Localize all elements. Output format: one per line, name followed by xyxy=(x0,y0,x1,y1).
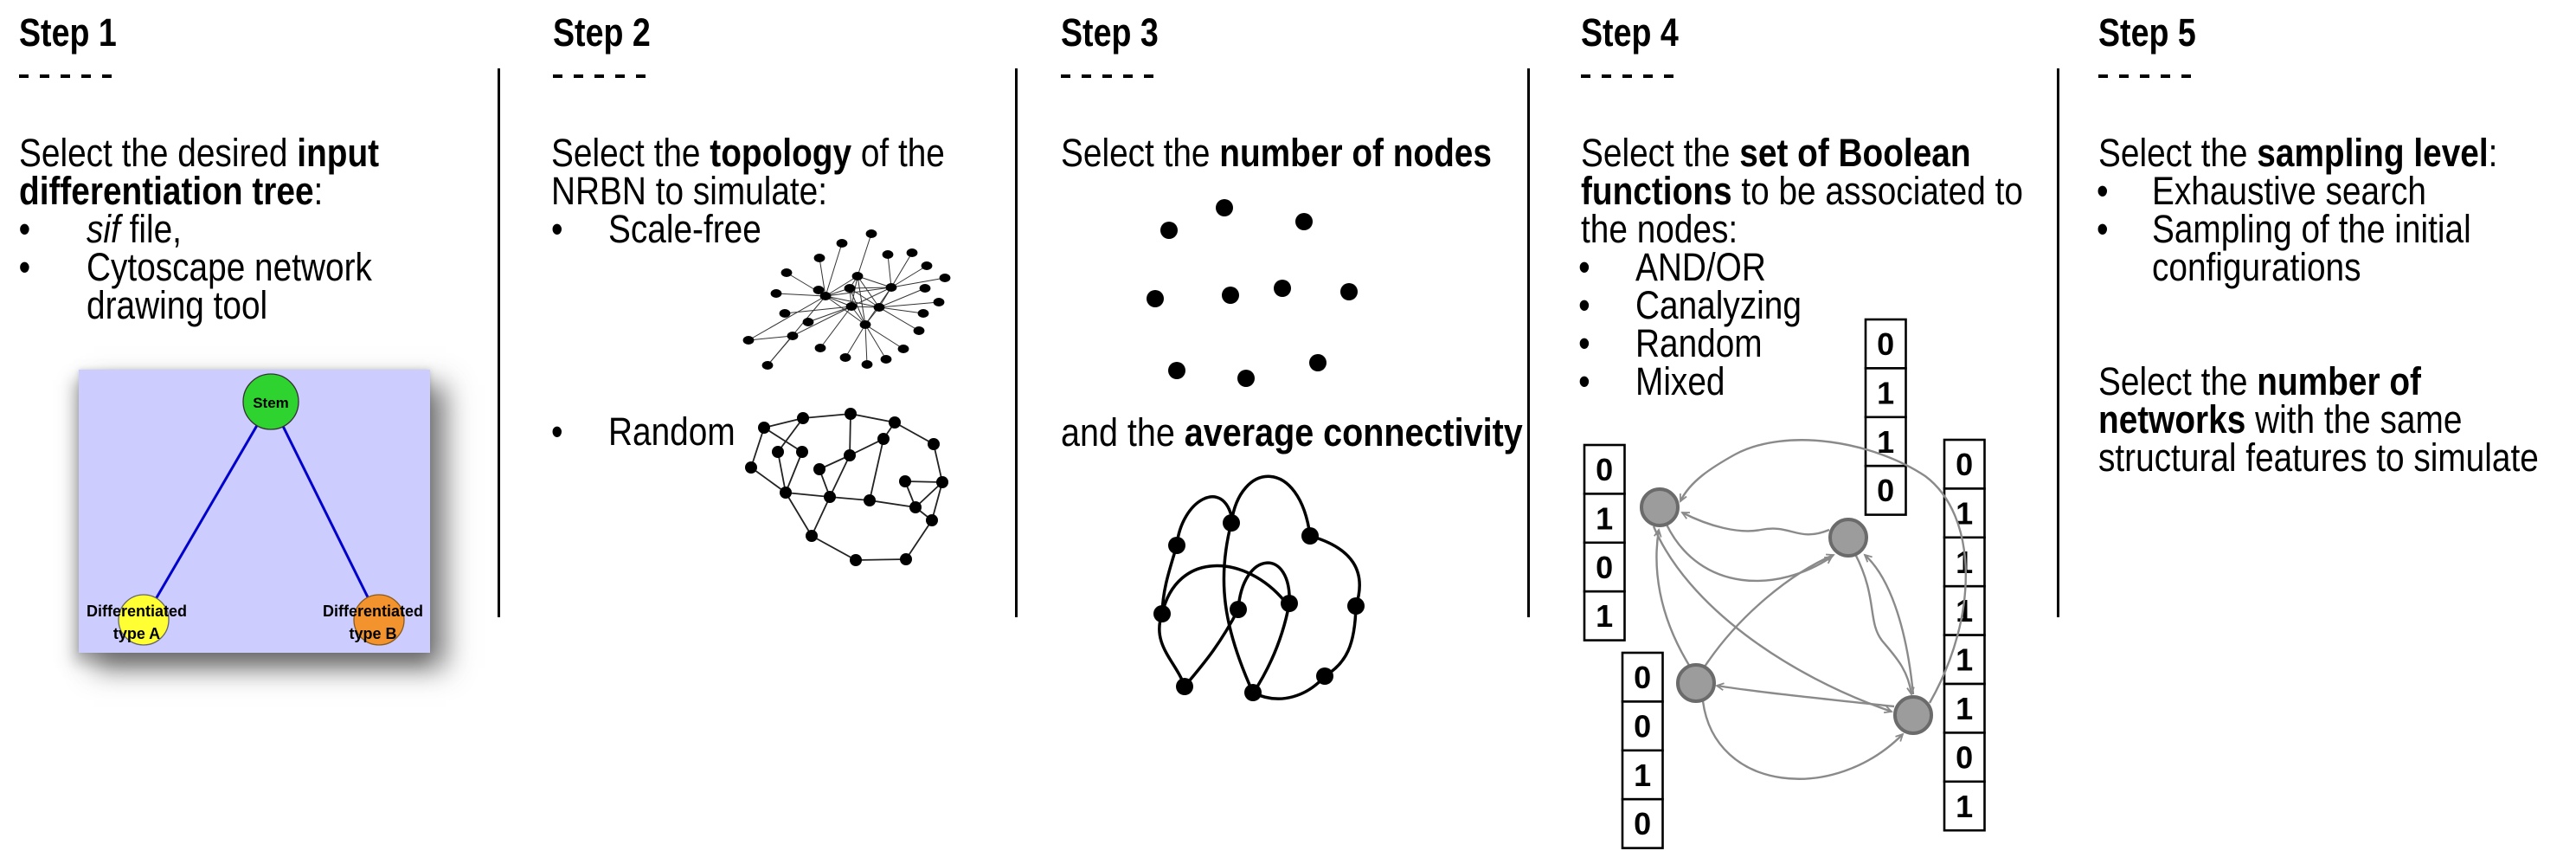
svg-text:0: 0 xyxy=(1877,473,1894,508)
svg-text:0: 0 xyxy=(1634,806,1651,841)
svg-text:1: 1 xyxy=(1877,424,1894,460)
svg-text:Stem: Stem xyxy=(253,395,289,411)
svg-text:type B: type B xyxy=(349,625,396,642)
svg-text:0: 0 xyxy=(1596,452,1613,487)
svg-text:Differentiated: Differentiated xyxy=(87,603,187,620)
svg-text:1: 1 xyxy=(1956,691,1973,726)
svg-text:0: 0 xyxy=(1634,660,1651,695)
svg-text:1: 1 xyxy=(1956,642,1973,678)
svg-text:0: 0 xyxy=(1877,326,1894,362)
svg-text:Differentiated: Differentiated xyxy=(323,603,423,620)
svg-text:0: 0 xyxy=(1634,708,1651,744)
svg-text:1: 1 xyxy=(1956,789,1973,824)
svg-text:type A: type A xyxy=(113,625,160,642)
svg-text:1: 1 xyxy=(1956,593,1973,629)
svg-text:1: 1 xyxy=(1877,375,1894,410)
svg-text:1: 1 xyxy=(1634,758,1651,793)
svg-text:0: 0 xyxy=(1596,550,1613,585)
svg-text:1: 1 xyxy=(1596,598,1613,634)
svg-text:1: 1 xyxy=(1956,495,1973,531)
svg-text:0: 0 xyxy=(1956,447,1973,482)
svg-text:0: 0 xyxy=(1956,739,1973,775)
svg-text:1: 1 xyxy=(1596,500,1613,536)
